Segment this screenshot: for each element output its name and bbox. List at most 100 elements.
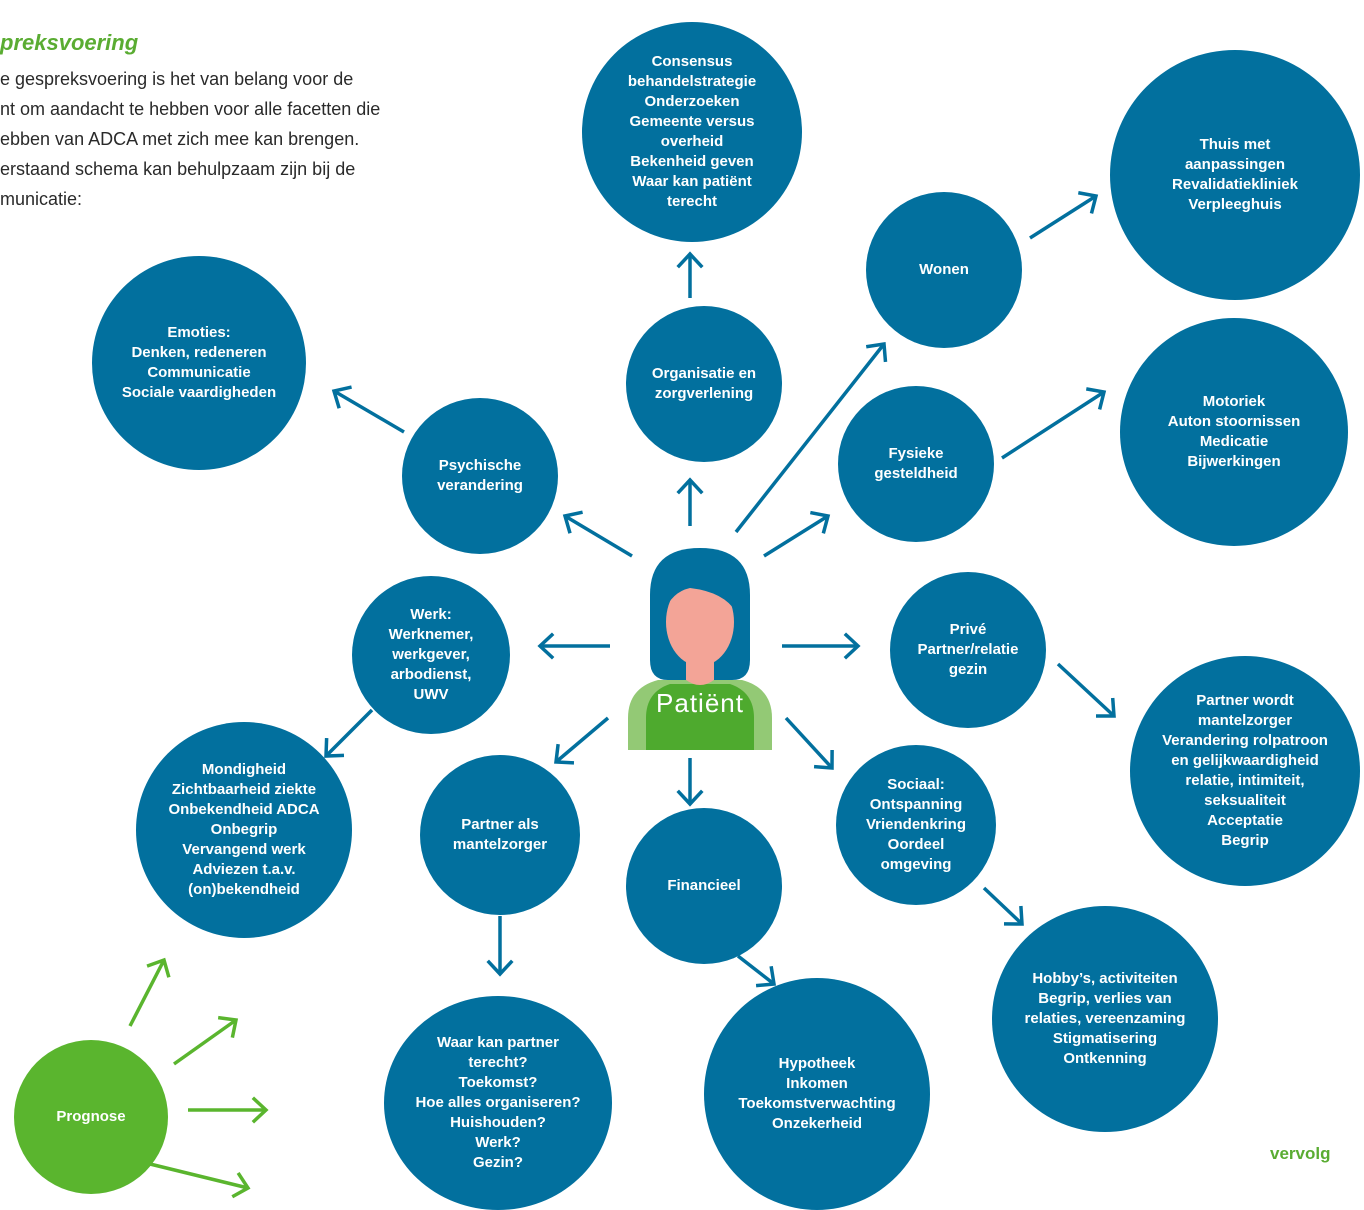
connector-arrow <box>734 341 888 534</box>
connector-arrow <box>676 758 704 807</box>
connector-arrow <box>172 1015 239 1066</box>
node-text-line: relatie, intimiteit, <box>1185 772 1305 789</box>
node-text-line: verandering <box>437 477 523 494</box>
node-text-line: Waar kan partner <box>437 1034 559 1051</box>
node-text-line: Onzekerheid <box>771 1115 863 1132</box>
node-text-line: Consensus <box>651 53 733 70</box>
node-text-line: Bekenheid geven <box>630 153 754 170</box>
node-text-line: mantelzorger <box>1197 712 1293 729</box>
node-text-line: Waar kan patiënt <box>632 173 752 190</box>
node-text-line: Fysieke <box>888 445 944 462</box>
node-text-line: arbodienst, <box>390 666 472 683</box>
node-text-line: Gemeente versus <box>629 113 755 130</box>
node-text-line: terecht <box>666 193 718 210</box>
more-link[interactable]: vervolg <box>1270 1144 1331 1163</box>
node-prognose: Prognose <box>14 1040 168 1194</box>
node-text-line: Stigmatisering <box>1052 1030 1158 1047</box>
node-organisatie: Organisatie en zorgverlening <box>626 306 782 462</box>
node-text-line: Acceptatie <box>1207 812 1283 829</box>
node-text-line: Revalidatiekliniek <box>1172 176 1298 193</box>
node-text-line: Organisatie en <box>651 365 757 382</box>
patient-icon <box>628 548 772 750</box>
node-text-line: Vervangend werk <box>182 841 306 858</box>
node-text-line: Toekomstverwachting <box>738 1095 896 1112</box>
node-text-line: relaties, vereenzaming <box>1024 1010 1186 1027</box>
node-text-line: Denken, redeneren <box>131 344 267 361</box>
node-psychisch: Psychische verandering <box>402 398 558 554</box>
node-text-line: Zichtbaarheid ziekte <box>171 781 317 798</box>
node-text-line: Gezin? <box>472 1154 523 1171</box>
node-text-line: Onderzoeken <box>644 93 740 110</box>
intro-text: e gespreksvoering is het van belang voor… <box>0 64 560 214</box>
node-text-line: Werknemer, <box>388 626 474 643</box>
node-text-line: Hobby’s, activiteiten <box>1032 970 1178 987</box>
node-text-line: Communicatie <box>147 364 251 381</box>
node-text-line: Wonen <box>919 261 969 278</box>
connector-arrow <box>763 510 831 558</box>
connector-arrow <box>486 916 514 977</box>
node-text-line: Begrip <box>1221 832 1269 849</box>
connector-arrow <box>554 716 610 765</box>
intro-line: erstaand schema kan behulpzaam zijn bij … <box>0 159 356 179</box>
connector-arrow <box>562 510 633 558</box>
node-text-line: Toekomst? <box>458 1074 538 1091</box>
node-text-line: Privé <box>949 621 987 638</box>
patient-figure: Patiënt <box>628 540 772 750</box>
intro-line: ebben van ADCA met zich mee kan brengen. <box>0 129 360 149</box>
node-text-line: terecht? <box>468 1054 528 1071</box>
node-text-line: Emoties: <box>167 324 231 341</box>
connector-arrow <box>784 716 834 770</box>
intro-line: nt om aandacht te hebben voor alle facet… <box>0 99 381 119</box>
node-text-line: Auton stoornissen <box>1167 413 1301 430</box>
node-text-line: zorgverlening <box>654 385 754 402</box>
node-text-line: behandelstrategie <box>627 73 757 90</box>
node-text-line: Begrip, verlies van <box>1038 990 1172 1007</box>
node-text-line: overheid <box>660 133 724 150</box>
connector-arrow <box>188 1096 269 1124</box>
node-text-line: Partner/relatie <box>917 641 1019 658</box>
node-wonen: Wonen <box>866 192 1022 348</box>
node-text-line: Onbekendheid ADCA <box>168 801 320 818</box>
node-text-line: Huishouden? <box>450 1114 546 1131</box>
node-text-line: Adviezen t.a.v. <box>192 861 296 878</box>
connector-arrow <box>324 708 374 758</box>
node-text-line: Partner als <box>461 816 539 833</box>
node-text-line: Ontkenning <box>1063 1050 1147 1067</box>
node-text-line: Sociaal: <box>887 776 945 793</box>
node-text-line: Psychische <box>438 457 522 474</box>
node-text-line: Onbegrip <box>210 821 278 838</box>
node-text-line: Oordeel <box>887 836 945 853</box>
node-fysiek: Fysieke gesteldheid <box>838 386 994 542</box>
node-text-line: Bijwerkingen <box>1187 453 1281 470</box>
node-financieel: Financieel <box>626 808 782 964</box>
node-text-line: Verandering rolpatroon <box>1162 732 1328 749</box>
node-text-line: aanpassingen <box>1184 156 1286 173</box>
patient-label: Patiënt <box>656 688 744 718</box>
connector-arrow <box>676 477 704 526</box>
node-werk: Werk:Werknemer,werkgever,arbodienst,UWV <box>352 576 510 734</box>
node-text-line: Medicatie <box>1199 433 1269 450</box>
connector-arrow <box>982 886 1024 926</box>
connector-arrow <box>537 632 610 660</box>
node-text-line: Thuis met <box>1199 136 1271 153</box>
node-text-line: Hypotheek <box>778 1055 856 1072</box>
node-partner-mantelzorger: Partner als mantelzorger <box>420 755 580 915</box>
connector-arrow <box>1056 662 1116 718</box>
node-text-line: Vriendenkring <box>865 816 967 833</box>
node-text-line: mantelzorger <box>452 836 548 853</box>
node-text-line: Prognose <box>56 1108 126 1125</box>
node-text-line: en gelijkwaardigheid <box>1171 752 1319 769</box>
node-text-line: gesteldheid <box>874 465 958 482</box>
connector-arrow <box>128 957 171 1027</box>
node-text-line: (on)bekendheid <box>188 881 300 898</box>
intro-line: e gespreksvoering is het van belang voor… <box>0 69 354 89</box>
node-text-line: gezin <box>948 661 988 678</box>
